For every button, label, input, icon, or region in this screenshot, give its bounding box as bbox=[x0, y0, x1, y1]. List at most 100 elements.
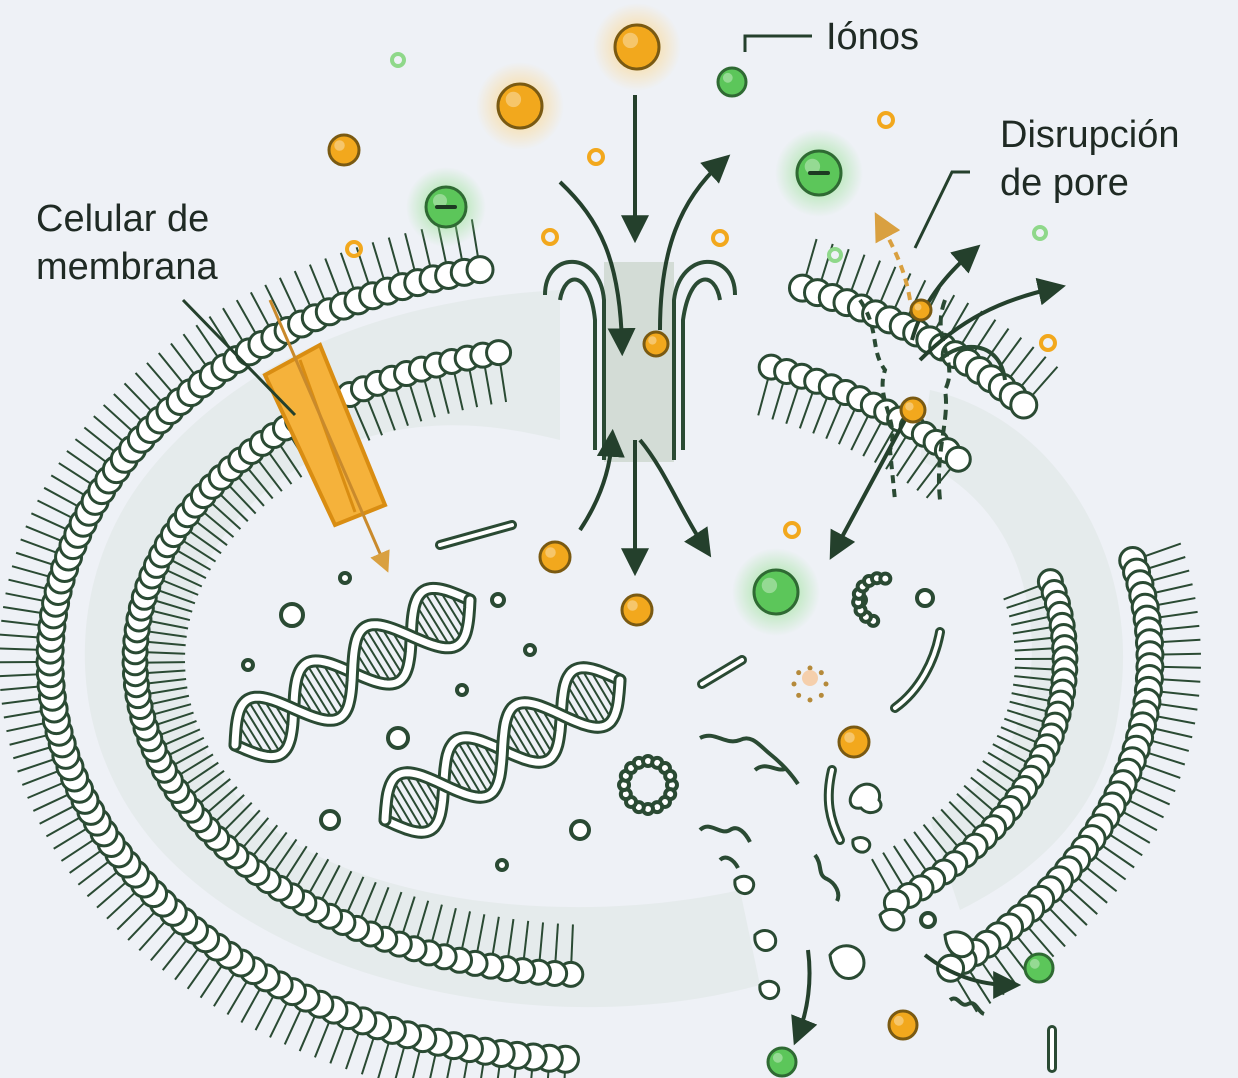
ion-channel-pore bbox=[545, 262, 735, 462]
lipid-tail bbox=[54, 829, 86, 849]
flow-arrow bbox=[798, 950, 810, 1035]
orange-ion bbox=[540, 542, 570, 572]
lipid-tail bbox=[114, 394, 141, 420]
lipid-tail bbox=[851, 416, 868, 450]
lipid-head bbox=[487, 341, 511, 365]
lipid-tail bbox=[175, 949, 198, 979]
green-ion-highlight bbox=[773, 1053, 783, 1063]
lipid-tail bbox=[59, 463, 91, 484]
lipid-tail bbox=[330, 1028, 343, 1064]
lipid-tail bbox=[826, 404, 841, 439]
lipid-tail bbox=[866, 261, 880, 296]
lipid-tail bbox=[1022, 357, 1046, 386]
lipid-tail bbox=[38, 500, 72, 517]
lipid-tail bbox=[61, 840, 93, 861]
orange-ion-highlight bbox=[915, 304, 922, 311]
lipid-tail bbox=[1155, 584, 1192, 592]
lipid-tail bbox=[3, 607, 41, 613]
lipid-tail bbox=[223, 308, 243, 341]
dna-fragment bbox=[815, 855, 838, 901]
dna-fragment bbox=[950, 998, 984, 1014]
lipid-tail bbox=[67, 451, 98, 473]
burst-dot bbox=[819, 693, 824, 698]
lipid-tail bbox=[315, 1022, 329, 1057]
vesicle bbox=[525, 645, 535, 655]
orange-ion bbox=[498, 84, 542, 128]
lipid-tail bbox=[1078, 878, 1107, 903]
organelle-rod-fill bbox=[440, 525, 512, 545]
ring-vesicle-bead bbox=[665, 771, 675, 781]
lipid-tail bbox=[444, 1058, 451, 1078]
lipid-tail bbox=[772, 383, 783, 419]
lipid-tail bbox=[256, 996, 274, 1030]
lipid-tail bbox=[70, 851, 101, 873]
lipid-tail bbox=[295, 271, 310, 306]
lipid-tail bbox=[0, 687, 38, 690]
lipid-tail bbox=[1117, 824, 1150, 843]
lipid-tail bbox=[310, 265, 324, 300]
lipid-tail bbox=[28, 783, 63, 798]
lipid-tail bbox=[300, 1016, 315, 1051]
lipid-tail bbox=[1162, 679, 1200, 681]
lipid-tail bbox=[839, 410, 855, 445]
debris-fragment bbox=[853, 838, 870, 853]
lipid-tail bbox=[125, 383, 151, 410]
dna-fragment bbox=[720, 858, 738, 868]
lipid-tail bbox=[84, 427, 114, 451]
green-ion-highlight bbox=[723, 73, 733, 83]
lipid-tail bbox=[46, 818, 79, 837]
lipid-tail bbox=[512, 1068, 516, 1078]
orange-ion-highlight bbox=[648, 336, 656, 344]
small-ion-ring bbox=[1041, 336, 1055, 350]
lipid-tail bbox=[1060, 899, 1087, 925]
lipid-tail bbox=[97, 883, 126, 908]
orange-ion-highlight bbox=[894, 1016, 904, 1026]
debris-fragment bbox=[735, 876, 754, 893]
lipid-tail bbox=[78, 862, 108, 885]
lipid-tail bbox=[883, 853, 903, 886]
small-ion-ring bbox=[1034, 227, 1046, 239]
lipid-tail bbox=[1, 621, 39, 625]
burst-dot bbox=[792, 682, 797, 687]
debris-fragment bbox=[830, 946, 864, 979]
orange-ion bbox=[889, 1011, 917, 1039]
lipid-tail bbox=[285, 1010, 301, 1045]
label-pore-line1: Disrupción bbox=[1000, 112, 1180, 158]
broken-ring-bead bbox=[880, 574, 890, 584]
lipid-tail bbox=[1149, 557, 1185, 568]
orange-ion-highlight bbox=[627, 600, 638, 611]
lipid-tail bbox=[1140, 777, 1175, 791]
lipid-tail bbox=[881, 267, 896, 302]
label-pore-line2: de pore bbox=[1000, 160, 1129, 206]
lipid-tail bbox=[183, 334, 205, 365]
organelle-rod-fill bbox=[702, 660, 742, 684]
pore-escape-arrow bbox=[880, 222, 910, 300]
lipid-tail bbox=[26, 526, 61, 540]
orange-ion-highlight bbox=[905, 402, 913, 410]
lipid-tail bbox=[1145, 544, 1181, 557]
vesicle bbox=[571, 821, 589, 839]
vesicle bbox=[243, 660, 253, 670]
small-ion-ring bbox=[713, 231, 727, 245]
orange-ion-highlight bbox=[545, 547, 556, 558]
lipid-tail bbox=[1103, 846, 1134, 868]
small-ion-ring bbox=[829, 249, 841, 261]
lipid-tail bbox=[12, 566, 49, 576]
lipid-tail bbox=[863, 423, 881, 457]
lipid-tail bbox=[214, 974, 234, 1006]
orange-ion-highlight bbox=[623, 33, 638, 48]
orange-ion-highlight bbox=[844, 732, 855, 743]
lipid-tail bbox=[1163, 667, 1201, 668]
vesicle bbox=[921, 913, 935, 927]
dna-fragment bbox=[700, 736, 798, 784]
lipid-tail bbox=[147, 363, 172, 392]
lipid-tail bbox=[0, 648, 37, 649]
orange-ion bbox=[622, 595, 652, 625]
lipid-tail bbox=[1160, 704, 1198, 709]
lipid-tail bbox=[31, 513, 66, 529]
vesicle bbox=[388, 728, 408, 748]
lipid-tail bbox=[1095, 857, 1126, 880]
lipid-tail bbox=[280, 278, 296, 312]
flow-arrow bbox=[835, 420, 905, 550]
